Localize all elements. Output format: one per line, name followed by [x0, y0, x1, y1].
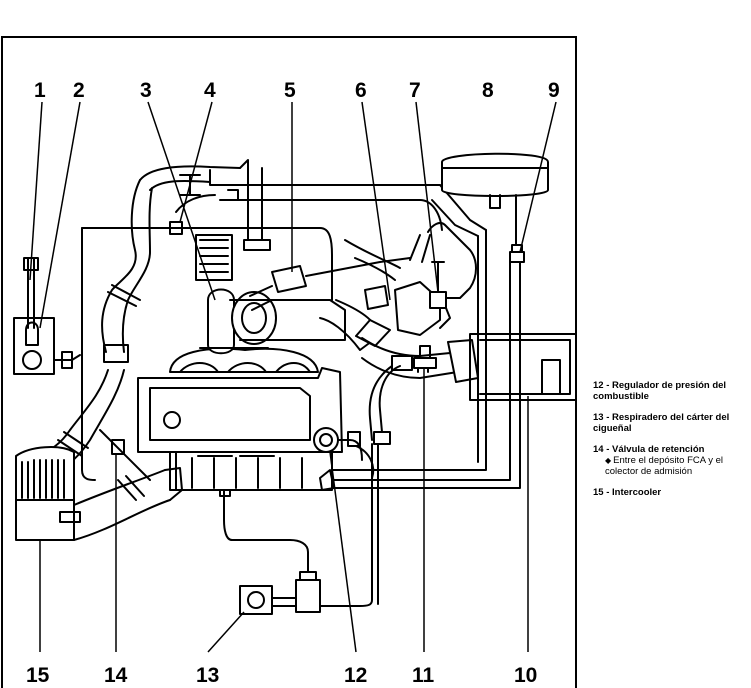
crankcase-breather — [239, 585, 273, 615]
parts-legend: 12 - Regulador de presión del combustibl… — [593, 380, 751, 508]
callout-1: 1 — [34, 79, 46, 102]
cylinder-head-cover — [169, 347, 319, 373]
leader-4 — [179, 101, 213, 223]
legend-item-14: 14 - Válvula de retención ◆Entre el depó… — [593, 444, 751, 477]
legend-text: Respiradero del cárter del cigueñal — [593, 412, 730, 434]
vacuum-hose-long — [81, 227, 333, 301]
probe-1 — [23, 257, 39, 329]
legend-text: Intercooler — [612, 487, 662, 498]
callout-7: 7 — [409, 79, 421, 102]
callout-12: 12 — [344, 664, 367, 687]
legend-item-15: 15 - Intercooler — [593, 487, 662, 498]
callout-9: 9 — [548, 79, 560, 102]
intake-pipe-left — [101, 179, 141, 353]
crankcase-breather-valve — [413, 357, 437, 369]
leader-6 — [361, 101, 391, 301]
fuel-line-right — [331, 254, 521, 489]
check-valve-9 — [509, 251, 525, 263]
callout-2: 2 — [73, 79, 85, 102]
legend-subtext: Entre el depósito FCA y el colector de a… — [605, 455, 723, 477]
leader-3 — [147, 101, 216, 301]
leader-13 — [207, 611, 245, 653]
legend-num: 15 — [593, 487, 604, 498]
intercooler-outlet-pipe — [164, 467, 183, 501]
callout-11: 11 — [412, 664, 435, 687]
callout-8: 8 — [482, 79, 494, 102]
fuel-tank-reservoir — [441, 152, 549, 197]
charge-air-pipe — [39, 369, 109, 456]
legend-text: Regulador de presión del combustible — [593, 380, 727, 402]
legend-item-12: 12 - Regulador de presión del combustibl… — [593, 380, 727, 402]
legend-num: 12 — [593, 380, 604, 391]
leader-2 — [39, 101, 81, 329]
legend-text: Válvula de retención — [612, 444, 705, 455]
callout-15: 15 — [26, 664, 50, 687]
legend-subitem: ◆Entre el depósito FCA y el colector de … — [605, 455, 751, 477]
legend-num: 14 — [593, 444, 604, 455]
callout-5: 5 — [284, 79, 296, 102]
legend-num: 13 — [593, 412, 604, 423]
callout-13: 13 — [196, 664, 219, 687]
leader-7 — [415, 101, 439, 293]
callout-10: 10 — [514, 664, 537, 687]
leader-12 — [329, 451, 357, 653]
callout-4: 4 — [204, 79, 216, 102]
leader-9 — [519, 101, 557, 253]
air-filter-housing — [469, 333, 577, 401]
recirculation-valve — [271, 265, 307, 293]
n75-valve — [429, 291, 447, 309]
engine-block-lower — [169, 451, 333, 491]
callout-3: 3 — [140, 79, 152, 102]
legend-item-13: 13 - Respiradero del cárter del cigueñal — [593, 412, 730, 434]
callout-14: 14 — [104, 664, 128, 687]
diamond-bullet-icon: ◆ — [605, 456, 612, 465]
leader-1 — [29, 101, 43, 281]
callout-6: 6 — [355, 79, 367, 102]
turbocharger — [207, 288, 235, 355]
